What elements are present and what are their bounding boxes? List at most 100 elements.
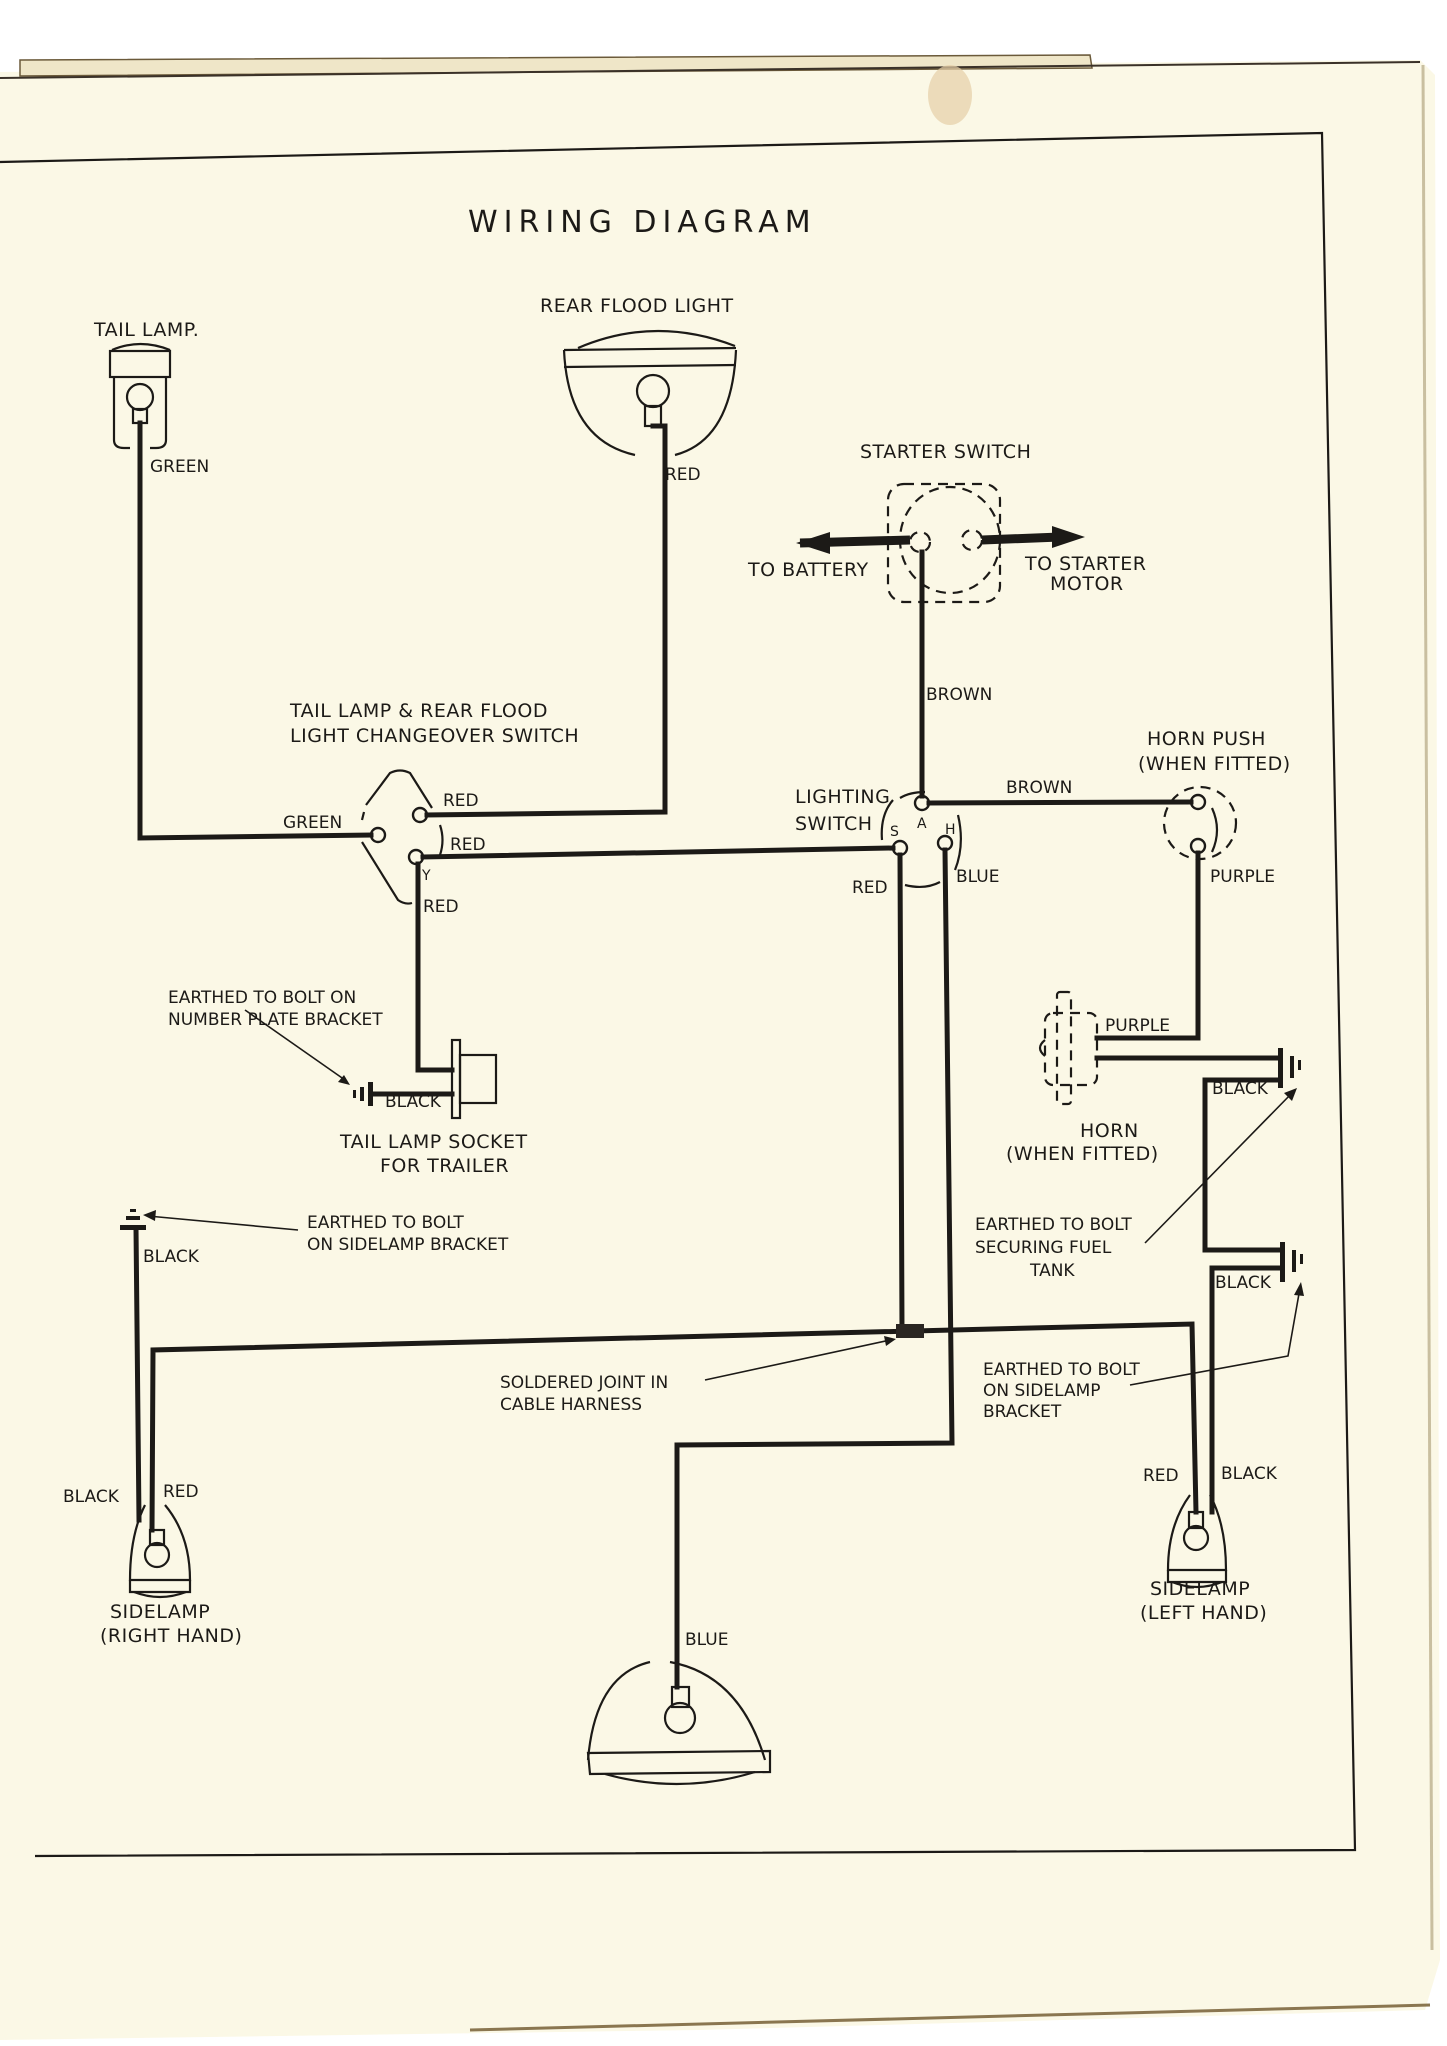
paper-fold-line [0, 61, 1421, 79]
svg-text:NUMBER PLATE BRACKET: NUMBER PLATE BRACKET [168, 1010, 383, 1030]
starter-switch-label: STARTER SWITCH [860, 441, 1031, 463]
diagram-frame [0, 131, 1357, 1858]
sidelamp-right-label-1: SIDELAMP [110, 1601, 210, 1623]
wire-label: BLACK [1212, 1079, 1269, 1099]
wire-label: GREEN [150, 457, 209, 477]
wire-label: RED [163, 1482, 199, 1502]
leader-lines [143, 1009, 1304, 1386]
wire-label: BLACK [1221, 1464, 1278, 1484]
wire-label: RED [423, 897, 459, 917]
wire-label: GREEN [283, 813, 342, 833]
svg-text:ON SIDELAMP: ON SIDELAMP [983, 1381, 1101, 1401]
wire-switch-red [897, 852, 905, 1333]
svg-text:SECURING FUEL: SECURING FUEL [975, 1238, 1112, 1258]
terminal-h-label: H [945, 822, 956, 838]
rear-flood-light-label: REAR FLOOD LIGHT [540, 295, 734, 317]
horn-label-2: (WHEN FITTED) [1006, 1143, 1159, 1165]
horn-push [1162, 785, 1238, 861]
wire-flood-red [424, 423, 668, 818]
paper-top-edge [19, 54, 1093, 77]
wire-label: BLUE [956, 867, 999, 887]
to-starter-label-1: TO STARTER [1024, 553, 1146, 575]
wire-label: BLUE [685, 1630, 728, 1650]
lighting-switch-label-1: LIGHTING [795, 786, 890, 808]
rear-flood-light [562, 329, 738, 457]
wire-horn-brown [926, 799, 1194, 806]
wire-labels: GREEN RED GREEN RED RED RED BROWN BROWN … [63, 457, 1278, 1650]
tail-lamp [108, 342, 172, 450]
wire-left-sidelamp-black [1209, 1265, 1283, 1515]
paper-sheet [0, 60, 1440, 2040]
svg-text:TANK: TANK [1029, 1261, 1075, 1281]
trailer-socket-label-2: FOR TRAILER [380, 1155, 509, 1177]
sidelamp-left-label-1: SIDELAMP [1150, 1578, 1250, 1600]
tail-lamp-label: TAIL LAMP. [93, 319, 199, 341]
diagram-title: WIRING DIAGRAM [468, 205, 817, 240]
earth-symbol-fuel-tank [1278, 1048, 1301, 1088]
wire-changeover-red [420, 845, 896, 860]
lighting-switch-label-2: SWITCH [795, 813, 873, 835]
terminal-y-label: Y [421, 868, 431, 884]
terminal-a-label: A [917, 816, 927, 832]
paper-bottom-edge [469, 2003, 1431, 2032]
changeover-label-1: TAIL LAMP & REAR FLOOD [289, 700, 548, 722]
annotation-earth-right-sidelamp: EARTHED TO BOLT ON SIDELAMP BRACKET [307, 1213, 509, 1255]
wire-fuel-tank-black [1202, 1077, 1283, 1253]
bulb-icon [663, 1701, 697, 1735]
wire-changeover-red-down [415, 861, 455, 1073]
changeover-switch: Y [360, 769, 444, 905]
to-starter-label-2: MOTOR [1050, 573, 1124, 595]
starter-switch [796, 482, 1085, 604]
svg-text:CABLE HARNESS: CABLE HARNESS [500, 1395, 642, 1415]
earth-symbol-right-sidelamp [120, 1209, 146, 1230]
lighting-switch: S A H [880, 790, 962, 889]
trailer-socket [450, 1038, 498, 1120]
wires [133, 420, 1283, 1690]
wire-head-blue [674, 847, 955, 1690]
wire-label: PURPLE [1105, 1016, 1170, 1036]
svg-text:SOLDERED JOINT IN: SOLDERED JOINT IN [500, 1373, 668, 1393]
wire-label: PURPLE [1210, 867, 1275, 887]
wire-label: RED [852, 878, 888, 898]
wire-sidelamp-red [149, 1321, 1199, 1533]
paper-right-edge [1421, 64, 1434, 1951]
sidelamp-right-label-2: (RIGHT HAND) [100, 1625, 242, 1647]
wire-right-sidelamp-black [133, 1225, 142, 1523]
annotation-soldered-joint: SOLDERED JOINT IN CABLE HARNESS [500, 1373, 668, 1415]
wire-label: RED [443, 791, 479, 811]
to-battery-label: TO BATTERY [747, 559, 869, 581]
horn-push-label-1: HORN PUSH [1147, 728, 1266, 750]
svg-text:EARTHED TO BOLT ON: EARTHED TO BOLT ON [168, 988, 356, 1008]
wire-tail-green [137, 420, 374, 841]
paper-stain [928, 65, 972, 125]
sidelamp-left-label-2: (LEFT HAND) [1140, 1602, 1267, 1624]
headlamp [586, 1660, 772, 1786]
svg-text:EARTHED TO BOLT: EARTHED TO BOLT [983, 1360, 1140, 1380]
earth-symbol-left-sidelamp [1280, 1242, 1303, 1282]
wire-label: RED [665, 465, 701, 485]
svg-text:EARTHED TO BOLT: EARTHED TO BOLT [307, 1213, 464, 1233]
arrow-left-icon [796, 532, 830, 554]
wire-label: RED [1143, 1466, 1179, 1486]
wire-label: BLACK [385, 1092, 442, 1112]
trailer-socket-label-1: TAIL LAMP SOCKET [339, 1131, 528, 1153]
wire-label: BLACK [63, 1487, 120, 1507]
svg-text:BRACKET: BRACKET [983, 1402, 1062, 1422]
horn [1038, 990, 1099, 1106]
annotation-earth-left-sidelamp: EARTHED TO BOLT ON SIDELAMP BRACKET [983, 1360, 1140, 1422]
wire-label: BROWN [926, 685, 992, 705]
wire-label: BLACK [1215, 1273, 1272, 1293]
horn-label-1: HORN [1080, 1120, 1139, 1142]
horn-push-label-2: (WHEN FITTED) [1138, 753, 1291, 775]
annotation-earth-fuel-tank: EARTHED TO BOLT SECURING FUEL TANK [975, 1215, 1132, 1281]
sidelamp-right [128, 1504, 192, 1599]
changeover-label-2: LIGHT CHANGEOVER SWITCH [290, 725, 579, 747]
soldered-joint [896, 1324, 924, 1338]
arrow-right-icon [1052, 526, 1085, 548]
wire-label: BROWN [1006, 778, 1072, 798]
wire-label: RED [450, 835, 486, 855]
svg-text:EARTHED TO BOLT: EARTHED TO BOLT [975, 1215, 1132, 1235]
svg-text:ON SIDELAMP BRACKET: ON SIDELAMP BRACKET [307, 1235, 509, 1255]
